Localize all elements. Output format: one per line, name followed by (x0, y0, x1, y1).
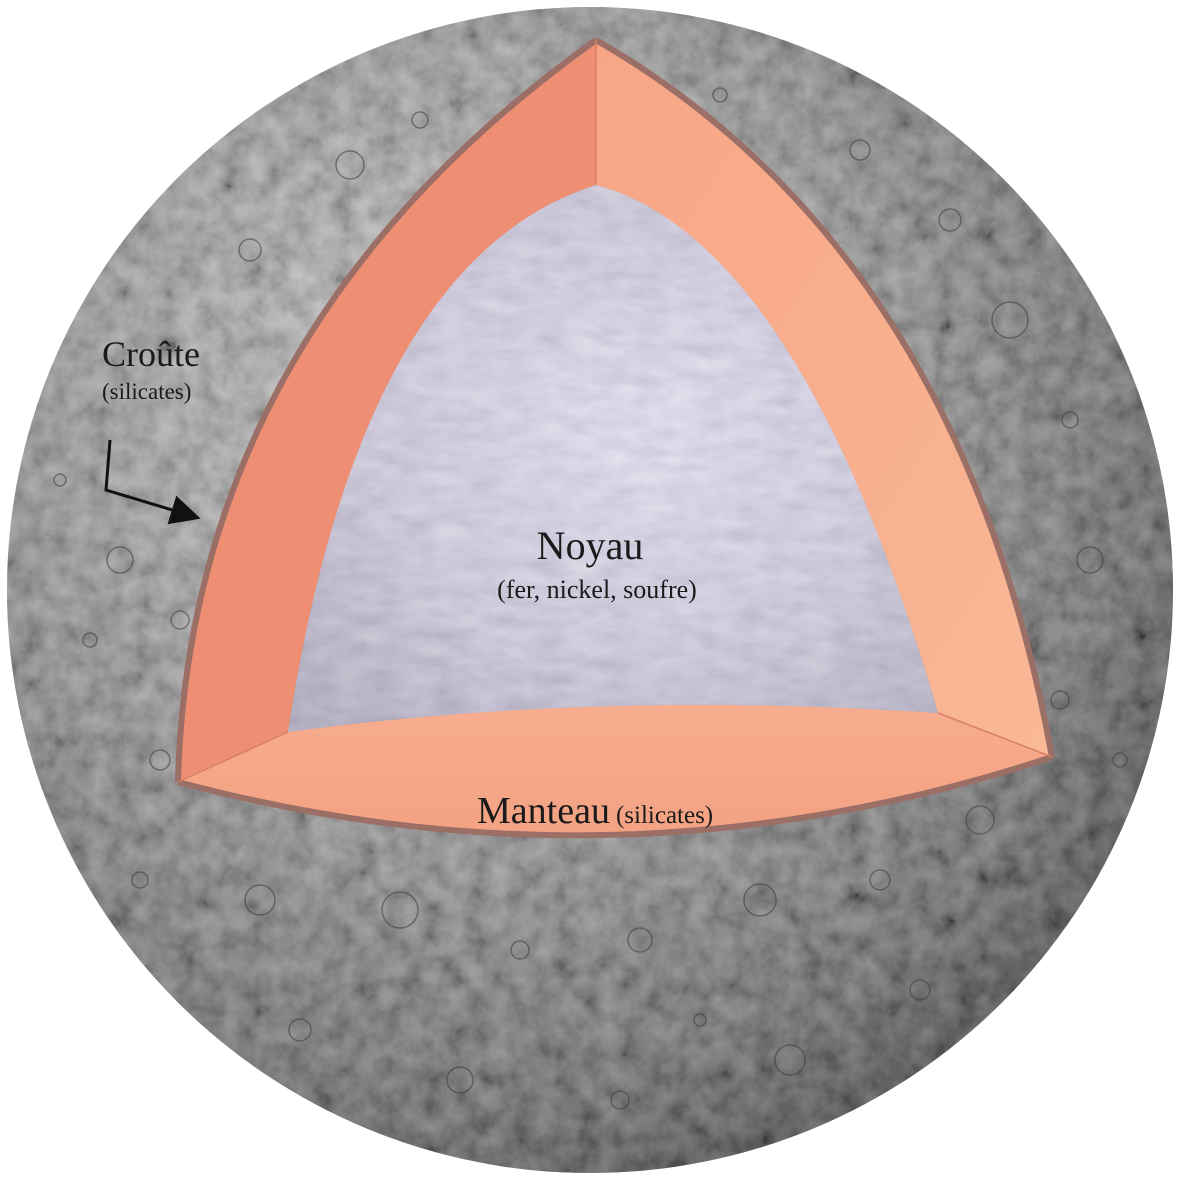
crater-marks (53, 87, 1128, 1110)
core-label-title: Noyau (536, 523, 644, 568)
mantle-label: Manteau(silicates) (477, 789, 713, 833)
mantle-bottom-face (178, 704, 1052, 836)
crust-rim (175, 37, 1055, 839)
core-label-subtitle: (fer, nickel, soufre) (497, 575, 697, 604)
crust-pointer-arrow (104, 439, 201, 525)
mantle-left-face (178, 40, 596, 782)
crust-label-subtitle: (silicates) (102, 379, 192, 404)
mantle-right-face (596, 40, 1052, 757)
mantle-label-subtitle: (silicates) (615, 802, 714, 829)
mantle-label-title: Manteau (477, 790, 610, 832)
crust-label-title: Croûte (102, 334, 200, 374)
